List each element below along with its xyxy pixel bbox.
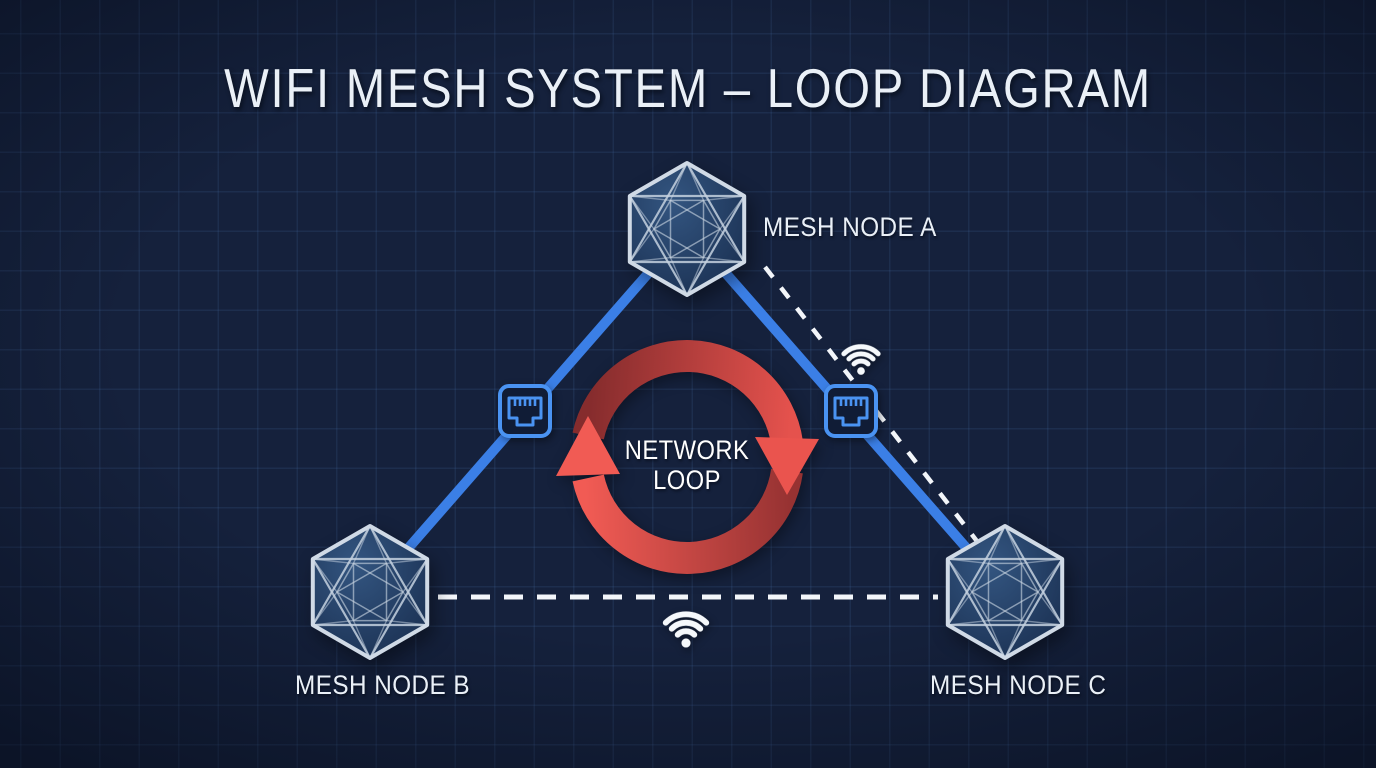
mesh-node-c-label: MESH NODE C: [930, 670, 1107, 700]
mesh-node-b-label: MESH NODE B: [295, 670, 471, 700]
wireless-link-a-c: [763, 265, 985, 551]
diagram-title: WIFI MESH SYSTEM – LOOP DIAGRAM: [224, 57, 1152, 119]
wireless-links: [438, 265, 985, 600]
ethernet-port-icon-left: [498, 384, 552, 438]
network-loop-label-line1: NETWORK: [624, 435, 750, 465]
loop-arrowhead-down: [755, 437, 819, 495]
network-loop-arrow: [556, 340, 819, 574]
wifi-icon-top: [844, 347, 878, 375]
ethernet-port-icon-right: [824, 384, 878, 438]
network-loop-label-line2: LOOP: [653, 465, 721, 495]
mesh-node-a-label: MESH NODE A: [763, 212, 937, 242]
wifi-icon-bottom: [666, 614, 707, 647]
loop-arc-bottom: [572, 468, 803, 574]
network-loop-label: NETWORK LOOP: [555, 435, 819, 495]
loop-arc-top: [572, 340, 803, 446]
loop-arrowhead-up: [556, 416, 620, 476]
